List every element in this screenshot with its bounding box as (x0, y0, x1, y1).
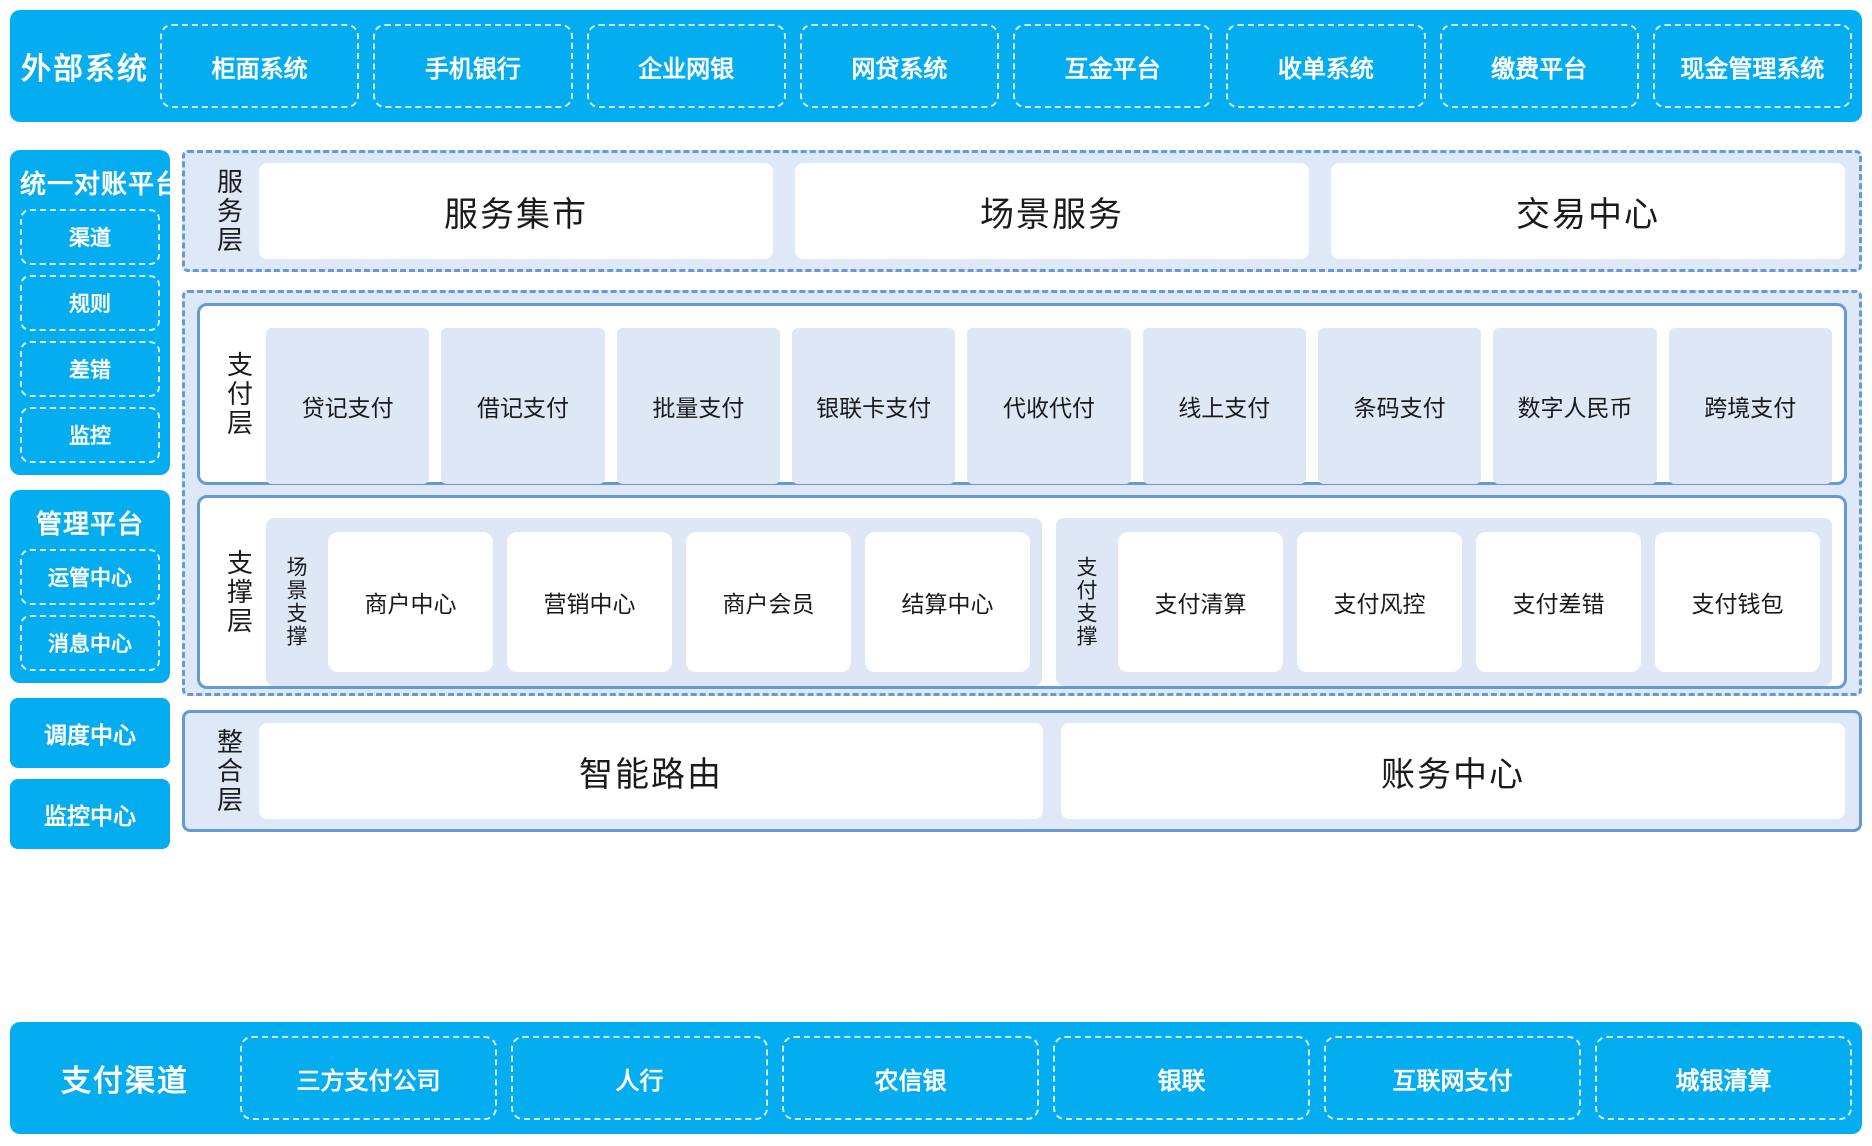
external-system-chip[interactable]: 企业网银 (586, 24, 786, 108)
external-system-chip[interactable]: 缴费平台 (1439, 24, 1639, 108)
payment-channel-chip[interactable]: 互联网支付 (1324, 1036, 1581, 1120)
reconciliation-platform-title: 统一对账平台 (20, 169, 183, 199)
external-systems-items: 柜面系统 手机银行 企业网银 网贷系统 互金平台 收单系统 缴费平台 现金管理系… (160, 10, 1862, 122)
scenario-support-items: 商户中心 营销中心 商户会员 结算中心 (328, 532, 1030, 672)
payment-layer-panel: 支付层 贷记支付 借记支付 批量支付 银联卡支付 代收代付 线上支付 条码支付 … (197, 303, 1847, 485)
support-tile-payment-error[interactable]: 支付差错 (1476, 532, 1641, 672)
scenario-support-label: 场景支撑 (284, 556, 307, 648)
support-tile-merchant-center[interactable]: 商户中心 (328, 532, 493, 672)
payment-channel-chip[interactable]: 农信银 (782, 1036, 1039, 1120)
management-item-operations[interactable]: 运管中心 (20, 549, 160, 605)
core-layers-panel: 支付层 贷记支付 借记支付 批量支付 银联卡支付 代收代付 线上支付 条码支付 … (182, 290, 1862, 696)
integration-card-accounting[interactable]: 账务中心 (1061, 723, 1845, 819)
payment-tile-barcode[interactable]: 条码支付 (1317, 328, 1482, 484)
payment-support-label: 支付支撑 (1074, 556, 1097, 648)
scheduling-center-card[interactable]: 调度中心 (10, 698, 170, 768)
reconciliation-platform-card: 统一对账平台 渠道 规则 差错 监控 (10, 150, 183, 475)
external-systems-title: 外部系统 (21, 53, 149, 86)
payment-channel-chip[interactable]: 人行 (511, 1036, 768, 1120)
integration-card-smart-routing[interactable]: 智能路由 (259, 723, 1043, 819)
payment-tile-online[interactable]: 线上支付 (1142, 328, 1306, 484)
reconciliation-item-errors[interactable]: 差错 (20, 341, 160, 397)
payment-layer-items: 贷记支付 借记支付 批量支付 银联卡支付 代收代付 线上支付 条码支付 数字人民… (266, 316, 1832, 496)
payment-support-items: 支付清算 支付风控 支付差错 支付钱包 (1118, 532, 1820, 672)
payment-channels-band: 支付渠道 三方支付公司 人行 农信银 银联 互联网支付 城银清算 (10, 1022, 1862, 1134)
service-layer-label: 服务层 (213, 167, 244, 255)
external-system-chip[interactable]: 现金管理系统 (1652, 24, 1852, 108)
support-tile-settlement-center[interactable]: 结算中心 (865, 532, 1030, 672)
support-layer-label: 支撑层 (223, 548, 254, 636)
service-layer-items: 服务集市 场景服务 交易中心 (259, 163, 1845, 259)
service-layer-row: 服务层 服务集市 场景服务 交易中心 (199, 163, 1845, 259)
external-system-chip[interactable]: 收单系统 (1226, 24, 1426, 108)
support-layer-row: 支撑层 场景支撑 商户中心 营销中心 商户会员 结算中心 (212, 508, 1832, 686)
management-platform-card: 管理平台 运管中心 消息中心 (10, 490, 170, 683)
support-tile-merchant-member[interactable]: 商户会员 (686, 532, 851, 672)
service-layer-panel: 服务层 服务集市 场景服务 交易中心 (182, 150, 1862, 272)
payment-tile-batch[interactable]: 批量支付 (616, 328, 780, 484)
external-system-chip[interactable]: 柜面系统 (160, 24, 360, 108)
payment-channels-title: 支付渠道 (61, 1065, 189, 1098)
payment-tile-digital-rmb[interactable]: 数字人民币 (1493, 328, 1657, 484)
external-systems-band: 外部系统 柜面系统 手机银行 企业网银 网贷系统 互金平台 收单系统 缴费平台 … (10, 10, 1862, 122)
payment-tile-debit[interactable]: 借记支付 (441, 328, 605, 484)
payment-tile-unionpay-card[interactable]: 银联卡支付 (791, 328, 956, 484)
payment-tile-collection-payment[interactable]: 代收代付 (967, 328, 1131, 484)
management-platform-title: 管理平台 (35, 509, 144, 539)
service-card-marketplace[interactable]: 服务集市 (259, 163, 773, 259)
monitoring-center-card[interactable]: 监控中心 (10, 779, 170, 849)
service-card-transaction[interactable]: 交易中心 (1331, 163, 1845, 259)
integration-layer-label: 整合层 (213, 727, 244, 815)
payment-channel-chip[interactable]: 三方支付公司 (240, 1036, 497, 1120)
reconciliation-item-channel[interactable]: 渠道 (20, 209, 160, 265)
payment-layer-label: 支付层 (223, 350, 254, 438)
external-system-chip[interactable]: 网贷系统 (799, 24, 999, 108)
scenario-support-group: 场景支撑 商户中心 营销中心 商户会员 结算中心 (266, 518, 1042, 686)
support-tile-payment-wallet[interactable]: 支付钱包 (1655, 532, 1820, 672)
payment-channels-items: 三方支付公司 人行 农信银 银联 互联网支付 城银清算 (240, 1022, 1862, 1134)
payment-tile-credit[interactable]: 贷记支付 (266, 328, 430, 484)
payment-support-group: 支付支撑 支付清算 支付风控 支付差错 支付钱包 (1056, 518, 1832, 686)
integration-layer-row: 整合层 智能路由 账务中心 (199, 723, 1845, 819)
support-tile-payment-risk[interactable]: 支付风控 (1297, 532, 1462, 672)
payment-layer-row: 支付层 贷记支付 借记支付 批量支付 银联卡支付 代收代付 线上支付 条码支付 … (212, 316, 1832, 484)
support-tile-payment-clearing[interactable]: 支付清算 (1118, 532, 1283, 672)
reconciliation-item-rules[interactable]: 规则 (20, 275, 160, 331)
service-card-scenario[interactable]: 场景服务 (795, 163, 1309, 259)
payment-tile-cross-border[interactable]: 跨境支付 (1668, 328, 1832, 484)
external-system-chip[interactable]: 互金平台 (1013, 24, 1213, 108)
external-system-chip[interactable]: 手机银行 (373, 24, 573, 108)
support-layer-panel: 支撑层 场景支撑 商户中心 营销中心 商户会员 结算中心 (197, 495, 1847, 689)
integration-layer-items: 智能路由 账务中心 (259, 723, 1845, 819)
management-item-message[interactable]: 消息中心 (20, 615, 160, 671)
support-tile-marketing-center[interactable]: 营销中心 (507, 532, 672, 672)
support-layer-groups: 场景支撑 商户中心 营销中心 商户会员 结算中心 支付支撑 支付清算 (266, 508, 1832, 696)
reconciliation-item-monitor[interactable]: 监控 (20, 407, 160, 463)
payment-channel-chip[interactable]: 城银清算 (1595, 1036, 1852, 1120)
integration-layer-panel: 整合层 智能路由 账务中心 (182, 710, 1862, 832)
payment-channel-chip[interactable]: 银联 (1053, 1036, 1310, 1120)
left-rail: 统一对账平台 渠道 规则 差错 监控 管理平台 运管中心 消息中心 调度中心 监… (10, 150, 183, 860)
